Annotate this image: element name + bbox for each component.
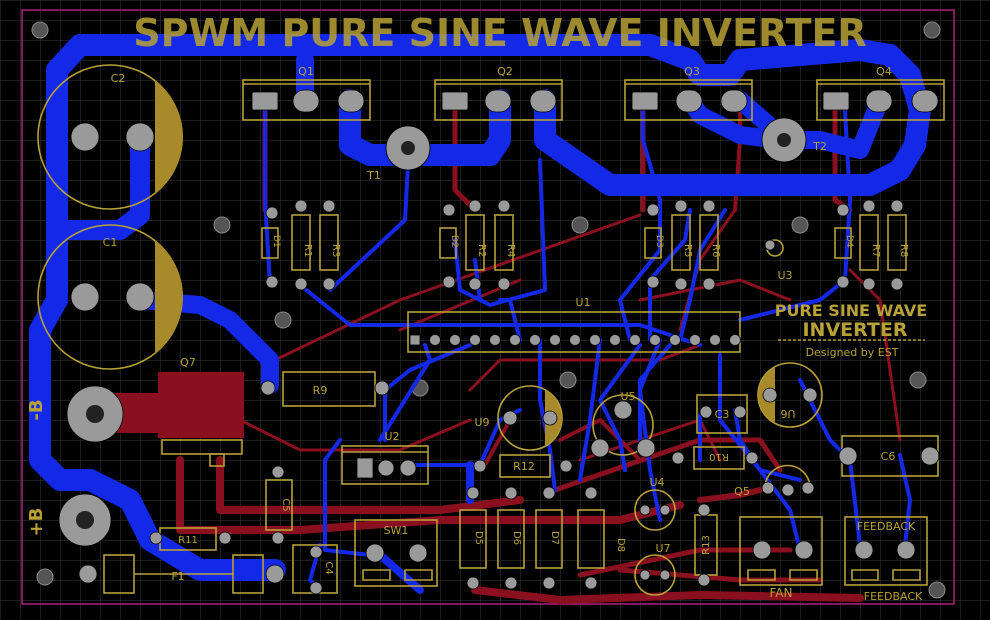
label-q5: Q5 — [734, 485, 750, 498]
label-q3: Q3 — [684, 65, 700, 78]
label-pos-b: +B — [26, 508, 47, 537]
label-c5: C5 — [280, 498, 291, 511]
component-pads — [58, 89, 940, 595]
label-q7: Q7 — [180, 356, 196, 369]
label-r8: R8 — [898, 244, 909, 257]
label-r12: R12 — [513, 460, 535, 473]
q7-heatsink-pad — [158, 372, 244, 438]
label-q2: Q2 — [497, 65, 513, 78]
label-f1: F1 — [171, 570, 184, 583]
label-r1: R1 — [302, 244, 313, 257]
label-u5: U5 — [620, 390, 635, 403]
logo-line2: INVERTER — [802, 319, 907, 341]
label-d5: D5 — [473, 531, 484, 545]
label-sw1: SW1 — [384, 524, 409, 537]
label-d1: D1 — [271, 235, 281, 248]
label-d4: D4 — [844, 235, 854, 248]
label-r2: R2 — [476, 244, 487, 257]
label-u6: U6 — [780, 407, 795, 420]
label-q4: Q4 — [876, 65, 892, 78]
silkscreen-labels: SPWM PURE SINE WAVE INVERTER PURE SINE W… — [26, 11, 927, 603]
label-r13: R13 — [701, 535, 712, 555]
board-outline — [21, 9, 955, 605]
label-c6: C6 — [881, 450, 896, 463]
board-title: SPWM PURE SINE WAVE INVERTER — [133, 11, 866, 55]
top-copper-layer — [29, 34, 931, 594]
label-fan: FAN — [770, 586, 793, 600]
label-q1: Q1 — [298, 65, 314, 78]
label-d3: D3 — [654, 235, 664, 248]
logo-line3: Designed by EST — [806, 346, 899, 359]
label-c3: C3 — [715, 408, 730, 421]
label-u9: U9 — [474, 416, 489, 429]
label-c4: C4 — [323, 561, 334, 574]
logo-line1: PURE SINE WAVE — [775, 301, 927, 320]
label-u7: U7 — [655, 542, 670, 555]
label-feedback-bottom: FEEDBACK — [864, 590, 923, 603]
label-d7: D7 — [549, 531, 560, 545]
label-r11: R11 — [178, 535, 198, 546]
label-u4: U4 — [649, 476, 664, 489]
label-u1: U1 — [575, 296, 590, 309]
label-d6: D6 — [511, 531, 522, 545]
label-r6: R6 — [710, 244, 721, 257]
label-u3: U3 — [777, 269, 792, 282]
label-r7: R7 — [870, 244, 881, 257]
label-r9: R9 — [313, 384, 328, 397]
label-feedback-top: FEEDBACK — [857, 520, 916, 533]
label-neg-b: -B — [26, 399, 47, 420]
label-r4: R4 — [505, 244, 516, 257]
label-u2: U2 — [384, 430, 399, 443]
label-t1: T1 — [366, 169, 381, 182]
label-r5: R5 — [682, 244, 693, 257]
label-d8: D8 — [615, 538, 626, 552]
label-r3: R3 — [330, 244, 341, 257]
label-c1: C1 — [103, 236, 118, 249]
label-t2: T2 — [812, 140, 827, 153]
label-d2: D2 — [449, 235, 459, 248]
label-r10: R10 — [709, 451, 729, 462]
label-c2: C2 — [111, 72, 126, 85]
